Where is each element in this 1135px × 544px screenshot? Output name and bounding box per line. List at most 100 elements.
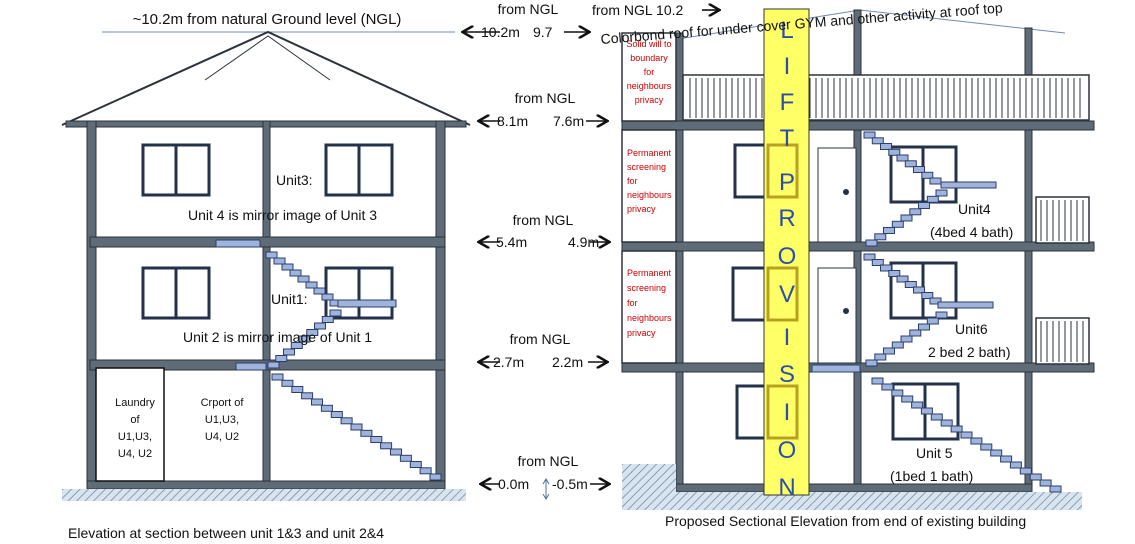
level-2-left: 2.7m (493, 354, 524, 370)
stair-step (918, 202, 930, 209)
stair-step (904, 160, 917, 168)
screening-1-line-4: neighbours (627, 190, 672, 200)
screening-1-line-2: screening (627, 162, 666, 172)
right-neighbour-hatch (622, 464, 676, 510)
stair-step (1049, 485, 1062, 493)
left-ground-hatch (62, 489, 466, 501)
door-lower-knob (843, 308, 849, 314)
stair-step (896, 154, 909, 162)
laundry-room (95, 367, 165, 482)
laundry-line-2: of (130, 414, 140, 426)
stair-step (863, 253, 876, 261)
stair-step (921, 171, 934, 179)
stair-step (990, 449, 1003, 457)
laundry-line-3: U1,U3, (118, 431, 152, 443)
stair-step (881, 383, 894, 391)
stair-step (874, 353, 887, 361)
level-5-left: 5.4m (496, 234, 527, 250)
unit4-label: Unit4 (958, 201, 991, 217)
stair-step (1029, 473, 1042, 481)
lift-provision-text: L I F T P R O V I S I O N (778, 17, 797, 501)
stair-step (370, 436, 383, 443)
stair-step (871, 377, 884, 385)
right-ground-hatch (676, 492, 1082, 510)
stair-step (913, 166, 925, 173)
carport-line-1: Crport of (201, 397, 245, 409)
stair-step (330, 411, 343, 418)
left-caption: Elevation at section between unit 1&3 an… (68, 525, 384, 541)
stair-step (926, 195, 939, 203)
stair-step (314, 322, 326, 330)
stair-step (865, 359, 878, 367)
lift-letter: V (779, 281, 795, 308)
level-markers: from NGL 10.2m 9.7 from NGL 8.1m 7.6m fr… (464, 1, 608, 500)
laundry-line-1: Laundry (115, 397, 155, 409)
level-10-left: 10.2m (481, 24, 520, 40)
stair-step (271, 373, 284, 381)
stair-step (409, 461, 422, 468)
left-wall-mid-upper (262, 120, 271, 242)
stair-step (1039, 479, 1052, 487)
stair-step (390, 448, 402, 456)
screening-1-line-3: for (627, 176, 638, 186)
stair-step (900, 214, 913, 222)
lift-frame-1 (766, 143, 799, 199)
stair-step (891, 341, 904, 349)
unit5-label: Unit 5 (916, 445, 953, 461)
stair-step (883, 347, 895, 355)
stair-step (918, 323, 930, 331)
unit3-mirror-note: Unit 4 is mirror image of Unit 3 (188, 207, 377, 223)
stair-step (1019, 467, 1032, 475)
right-wall-right (1024, 120, 1033, 494)
stair-step (863, 131, 876, 139)
right-stair-rail-2 (937, 301, 994, 309)
unit1-label: Unit1: (271, 291, 308, 307)
stair-step (888, 148, 901, 156)
stair-step (281, 263, 294, 271)
stair-step (901, 395, 914, 403)
stair-step (940, 419, 953, 427)
level-0-left: 0.0m (498, 476, 529, 492)
solid-wall-line-3: for (644, 67, 655, 77)
stair-step (290, 342, 303, 349)
stair-step (275, 355, 288, 362)
stair-step (350, 423, 363, 431)
stair-step (289, 269, 302, 277)
stair-step (265, 251, 278, 259)
stair-step (900, 335, 913, 343)
balcony-unit6-bars (1040, 321, 1084, 362)
stair-step (311, 398, 323, 406)
stair-step (871, 259, 884, 266)
stair-step (929, 177, 942, 185)
stair-step (935, 311, 948, 319)
unit5-desc: (1bed 1 bath) (890, 468, 973, 484)
left-slab-level2 (89, 236, 446, 248)
stair-step (283, 348, 295, 356)
carport-line-2: U1,U3, (205, 414, 239, 426)
left-building (61, 30, 471, 501)
carport-line-3: U4, U2 (205, 431, 239, 443)
right-stair-3 (863, 253, 942, 305)
level-0-right: -0.5m (552, 476, 588, 492)
stair-step (888, 270, 901, 277)
left-window-u1-left (141, 266, 211, 320)
stair-step (874, 233, 887, 241)
stair-step (911, 401, 924, 409)
stair-step (273, 257, 286, 265)
left-roof-inner (204, 35, 331, 81)
left-window-u3-right (324, 143, 394, 197)
left-landing-upper (215, 239, 261, 248)
level-0-tick-arrows (542, 478, 550, 500)
left-slab-ground (86, 480, 446, 490)
screening-1-line-5: privacy (627, 204, 656, 214)
balcony-unit4-bars (1040, 200, 1084, 241)
stair-step (360, 429, 373, 437)
stair-step (909, 208, 922, 216)
stair-step (320, 404, 333, 412)
lift-letter: I (784, 53, 791, 80)
stair-step (926, 317, 939, 325)
stair-step (267, 361, 280, 369)
stair-step (921, 292, 934, 299)
left-stair-mid (267, 309, 342, 369)
lift-letter: R (778, 205, 795, 232)
